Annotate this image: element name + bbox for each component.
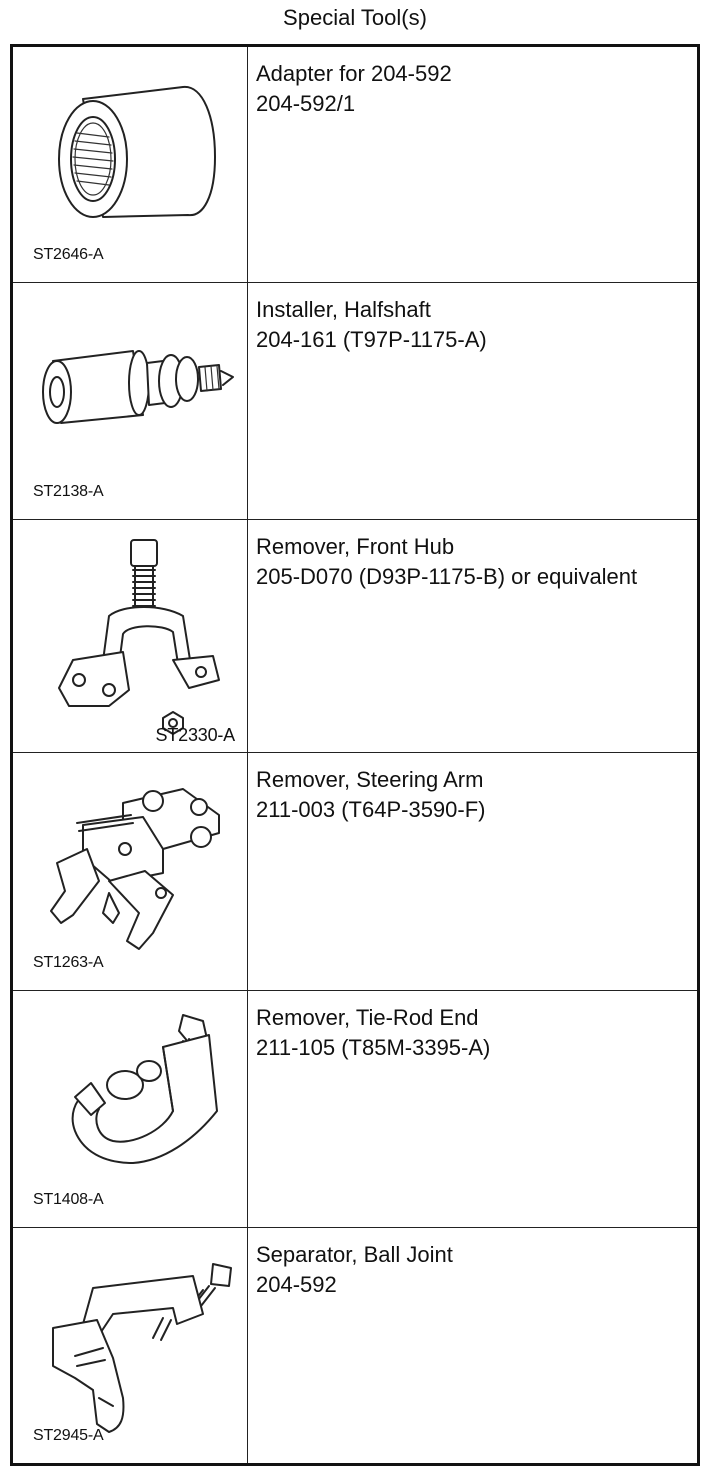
page-title: Special Tool(s) bbox=[283, 5, 427, 30]
tool-code: ST2138-A bbox=[33, 483, 104, 501]
tool-name: Separator, Ball Joint bbox=[256, 1241, 453, 1267]
tool-row: ST2330-A Remover, Front Hub 205-D070 (D9… bbox=[11, 519, 699, 754]
tool-illustration-cell: ST2330-A bbox=[11, 519, 248, 754]
tool-number: 204-592/1 bbox=[256, 91, 356, 116]
tool-description-cell: Remover, Tie-Rod End 211-105 (T85M-3395-… bbox=[247, 989, 699, 1228]
halfshaft-installer-icon bbox=[42, 350, 234, 425]
threaded-adapter-icon bbox=[58, 85, 216, 218]
tool-number: 204-161 (T97P-1175-A) bbox=[256, 327, 487, 353]
tool-number: 205-D070 (D93P-1175-B) or equivalent bbox=[256, 564, 638, 590]
tool-number: 211-003 (T64P-3590-F) bbox=[256, 797, 486, 823]
tool-description-cell: Adapter for 204-592 204-592/1 bbox=[247, 44, 699, 284]
tie-rod-remover-icon bbox=[71, 1013, 218, 1164]
special-tools-table: ST2646-A Adapter for 204-592 204-592/1 bbox=[10, 44, 700, 1466]
tool-name: Remover, Front Hub bbox=[256, 534, 455, 560]
tool-row: ST1408-A Remover, Tie-Rod End 211-105 (T… bbox=[11, 989, 699, 1228]
tool-code: ST2646-A bbox=[33, 246, 104, 264]
tool-illustration-cell: ST1408-A bbox=[11, 989, 248, 1228]
steering-arm-remover-icon bbox=[50, 788, 220, 951]
tool-name: Adapter for 204-592 bbox=[256, 61, 452, 86]
tool-row: ST2138-A Installer, Halfshaft 204-161 (T… bbox=[11, 282, 699, 521]
tool-illustration-cell: ST2646-A bbox=[11, 44, 248, 284]
tool-code: ST1263-A bbox=[33, 953, 104, 971]
tool-illustration-cell: ST1263-A bbox=[11, 752, 248, 991]
tool-number: 211-105 (T85M-3395-A) bbox=[256, 1034, 491, 1060]
tool-illustration-cell: ST2945-A bbox=[11, 1226, 248, 1466]
tool-description-cell: Installer, Halfshaft 204-161 (T97P-1175-… bbox=[247, 282, 699, 521]
tool-description-cell: Separator, Ball Joint 204-592 bbox=[247, 1226, 699, 1466]
tool-row: ST2945-A Separator, Ball Joint 204-592 bbox=[11, 1226, 699, 1466]
tool-row: ST2646-A Adapter for 204-592 204-592/1 bbox=[11, 44, 699, 284]
tool-code: ST2330-A bbox=[155, 725, 236, 746]
tool-description-cell: Remover, Front Hub 205-D070 (D93P-1175-B… bbox=[247, 519, 699, 754]
tool-name: Remover, Tie-Rod End bbox=[256, 1004, 479, 1030]
tool-code: ST1408-A bbox=[33, 1190, 104, 1208]
ball-joint-separator-icon bbox=[52, 1262, 232, 1433]
hub-remover-icon bbox=[58, 539, 220, 736]
tool-row: ST1263-A Remover, Steering Arm 211-003 (… bbox=[11, 752, 699, 991]
tool-description-cell: Remover, Steering Arm 211-003 (T64P-3590… bbox=[247, 752, 699, 991]
tool-name: Installer, Halfshaft bbox=[256, 297, 431, 323]
tool-code: ST2945-A bbox=[33, 1427, 104, 1444]
tool-illustration-cell: ST2138-A bbox=[11, 282, 248, 521]
tool-number: 204-592 bbox=[256, 1271, 337, 1297]
tool-name: Remover, Steering Arm bbox=[256, 767, 484, 793]
